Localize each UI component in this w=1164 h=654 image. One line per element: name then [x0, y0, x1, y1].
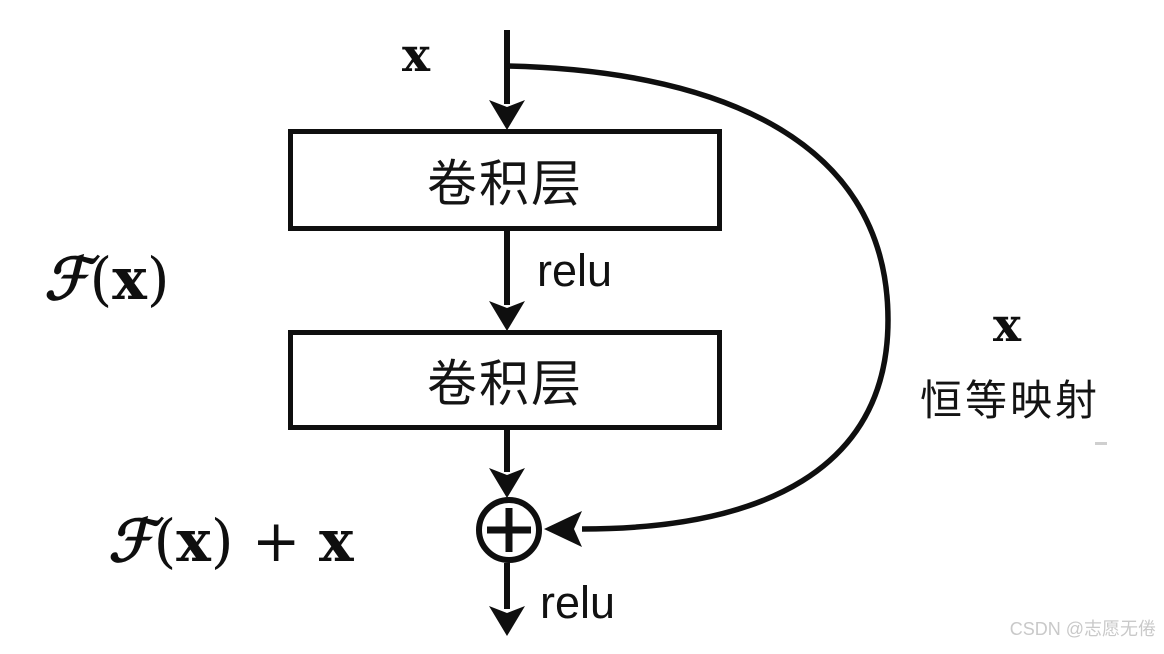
skip-arrowhead — [544, 511, 582, 547]
script-f-glyph: ℱ — [108, 507, 154, 575]
conv-layer-1-label: 卷积层 — [427, 155, 583, 213]
identity-mapping-label: 恒等映射 — [920, 376, 1101, 425]
relu-arrowhead — [489, 301, 525, 331]
relu-between-label: relu — [537, 245, 613, 296]
residual-fn-label: ℱ(x) — [44, 245, 170, 313]
input-x-label: x — [402, 28, 431, 83]
csdn-watermark: CSDN @志愿无倦 — [1009, 619, 1156, 639]
script-f-glyph: ℱ — [44, 245, 90, 313]
conv-layer-box-1: 卷积层 — [288, 129, 722, 231]
skip-curve — [506, 63, 891, 532]
gray-dash-artifact — [1095, 442, 1107, 445]
skip-x-label: x — [993, 298, 1022, 353]
box2-to-sum-arrowhead — [489, 468, 525, 498]
output-expression-label: ℱ(x) + x — [108, 507, 354, 575]
conv-layer-box-2: 卷积层 — [288, 330, 722, 430]
conv-layer-2-label: 卷积层 — [427, 355, 583, 413]
relu-output-label: relu — [540, 577, 616, 628]
output-arrowhead — [489, 606, 525, 636]
input-arrowhead — [489, 100, 525, 130]
